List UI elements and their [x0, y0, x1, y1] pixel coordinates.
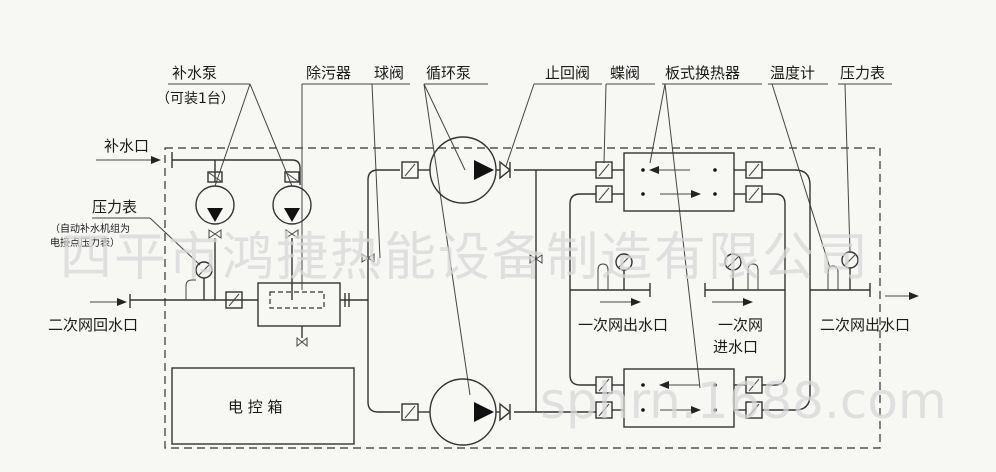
label-secondary-outlet: 二次网出水口	[820, 316, 910, 334]
label-pressure-note-1: （自动补水机组为	[50, 222, 130, 235]
makeup-pump-1	[195, 171, 235, 239]
pipework	[129, 152, 871, 413]
circulation-pump-upper	[401, 136, 512, 204]
label-primary-inlet-2: 进水口	[713, 338, 758, 356]
label-pressure-note-2: 电接点压力表）	[50, 236, 120, 249]
thermometer-secondary-out	[827, 265, 839, 290]
control-box	[171, 367, 355, 445]
label-primary-outlet: 一次网出水口	[578, 316, 668, 334]
label-check-valve: 止回阀	[545, 64, 590, 82]
makeup-pump-2	[272, 171, 312, 239]
label-circulation-pump: 循环泵	[426, 64, 471, 82]
label-control-box: 电 控 箱	[228, 398, 283, 416]
leader-lines	[168, 83, 892, 396]
label-butterfly-valve: 蝶阀	[610, 64, 640, 82]
pressure-gauge-left	[185, 261, 213, 300]
ball-valve-main	[361, 253, 375, 263]
ball-valve-bypass	[529, 254, 543, 264]
label-makeup-inlet: 补水口	[104, 137, 149, 155]
plate-heat-exchanger-lower	[595, 368, 763, 428]
label-thermometer: 温度计	[770, 64, 815, 82]
thermometer-primary-out	[597, 263, 609, 290]
label-primary-inlet-1: 一次网	[718, 316, 763, 334]
label-plate-heat-exchanger: 板式换热器	[665, 64, 740, 82]
pressure-gauge-primary-out	[615, 253, 633, 290]
return-butterfly-valve	[225, 291, 243, 309]
dirt-separator	[257, 282, 341, 348]
label-secondary-return: 二次网回水口	[48, 316, 138, 334]
label-pressure-gauge-top: 压力表	[840, 64, 885, 82]
watermark-site: sphrn.1688.com	[540, 372, 947, 430]
plate-heat-exchanger-upper	[595, 152, 763, 212]
watermark-company: 四平市鸿捷热能设备制造有限公司	[60, 228, 870, 288]
label-makeup-pump: 补水泵	[172, 64, 217, 82]
pressure-gauge-primary-in	[724, 253, 742, 290]
label-ball-valve: 球阀	[374, 64, 404, 82]
label-dirt-separator: 除污器	[306, 64, 351, 82]
pressure-gauge-secondary-out	[841, 251, 859, 290]
label-pressure-gauge-left: 压力表	[92, 198, 137, 216]
circulation-pump-lower	[401, 378, 512, 446]
label-makeup-pump-note: （可装1台）	[156, 91, 235, 107]
thermometer-primary-in	[747, 263, 759, 290]
unit-enclosure	[164, 147, 881, 449]
